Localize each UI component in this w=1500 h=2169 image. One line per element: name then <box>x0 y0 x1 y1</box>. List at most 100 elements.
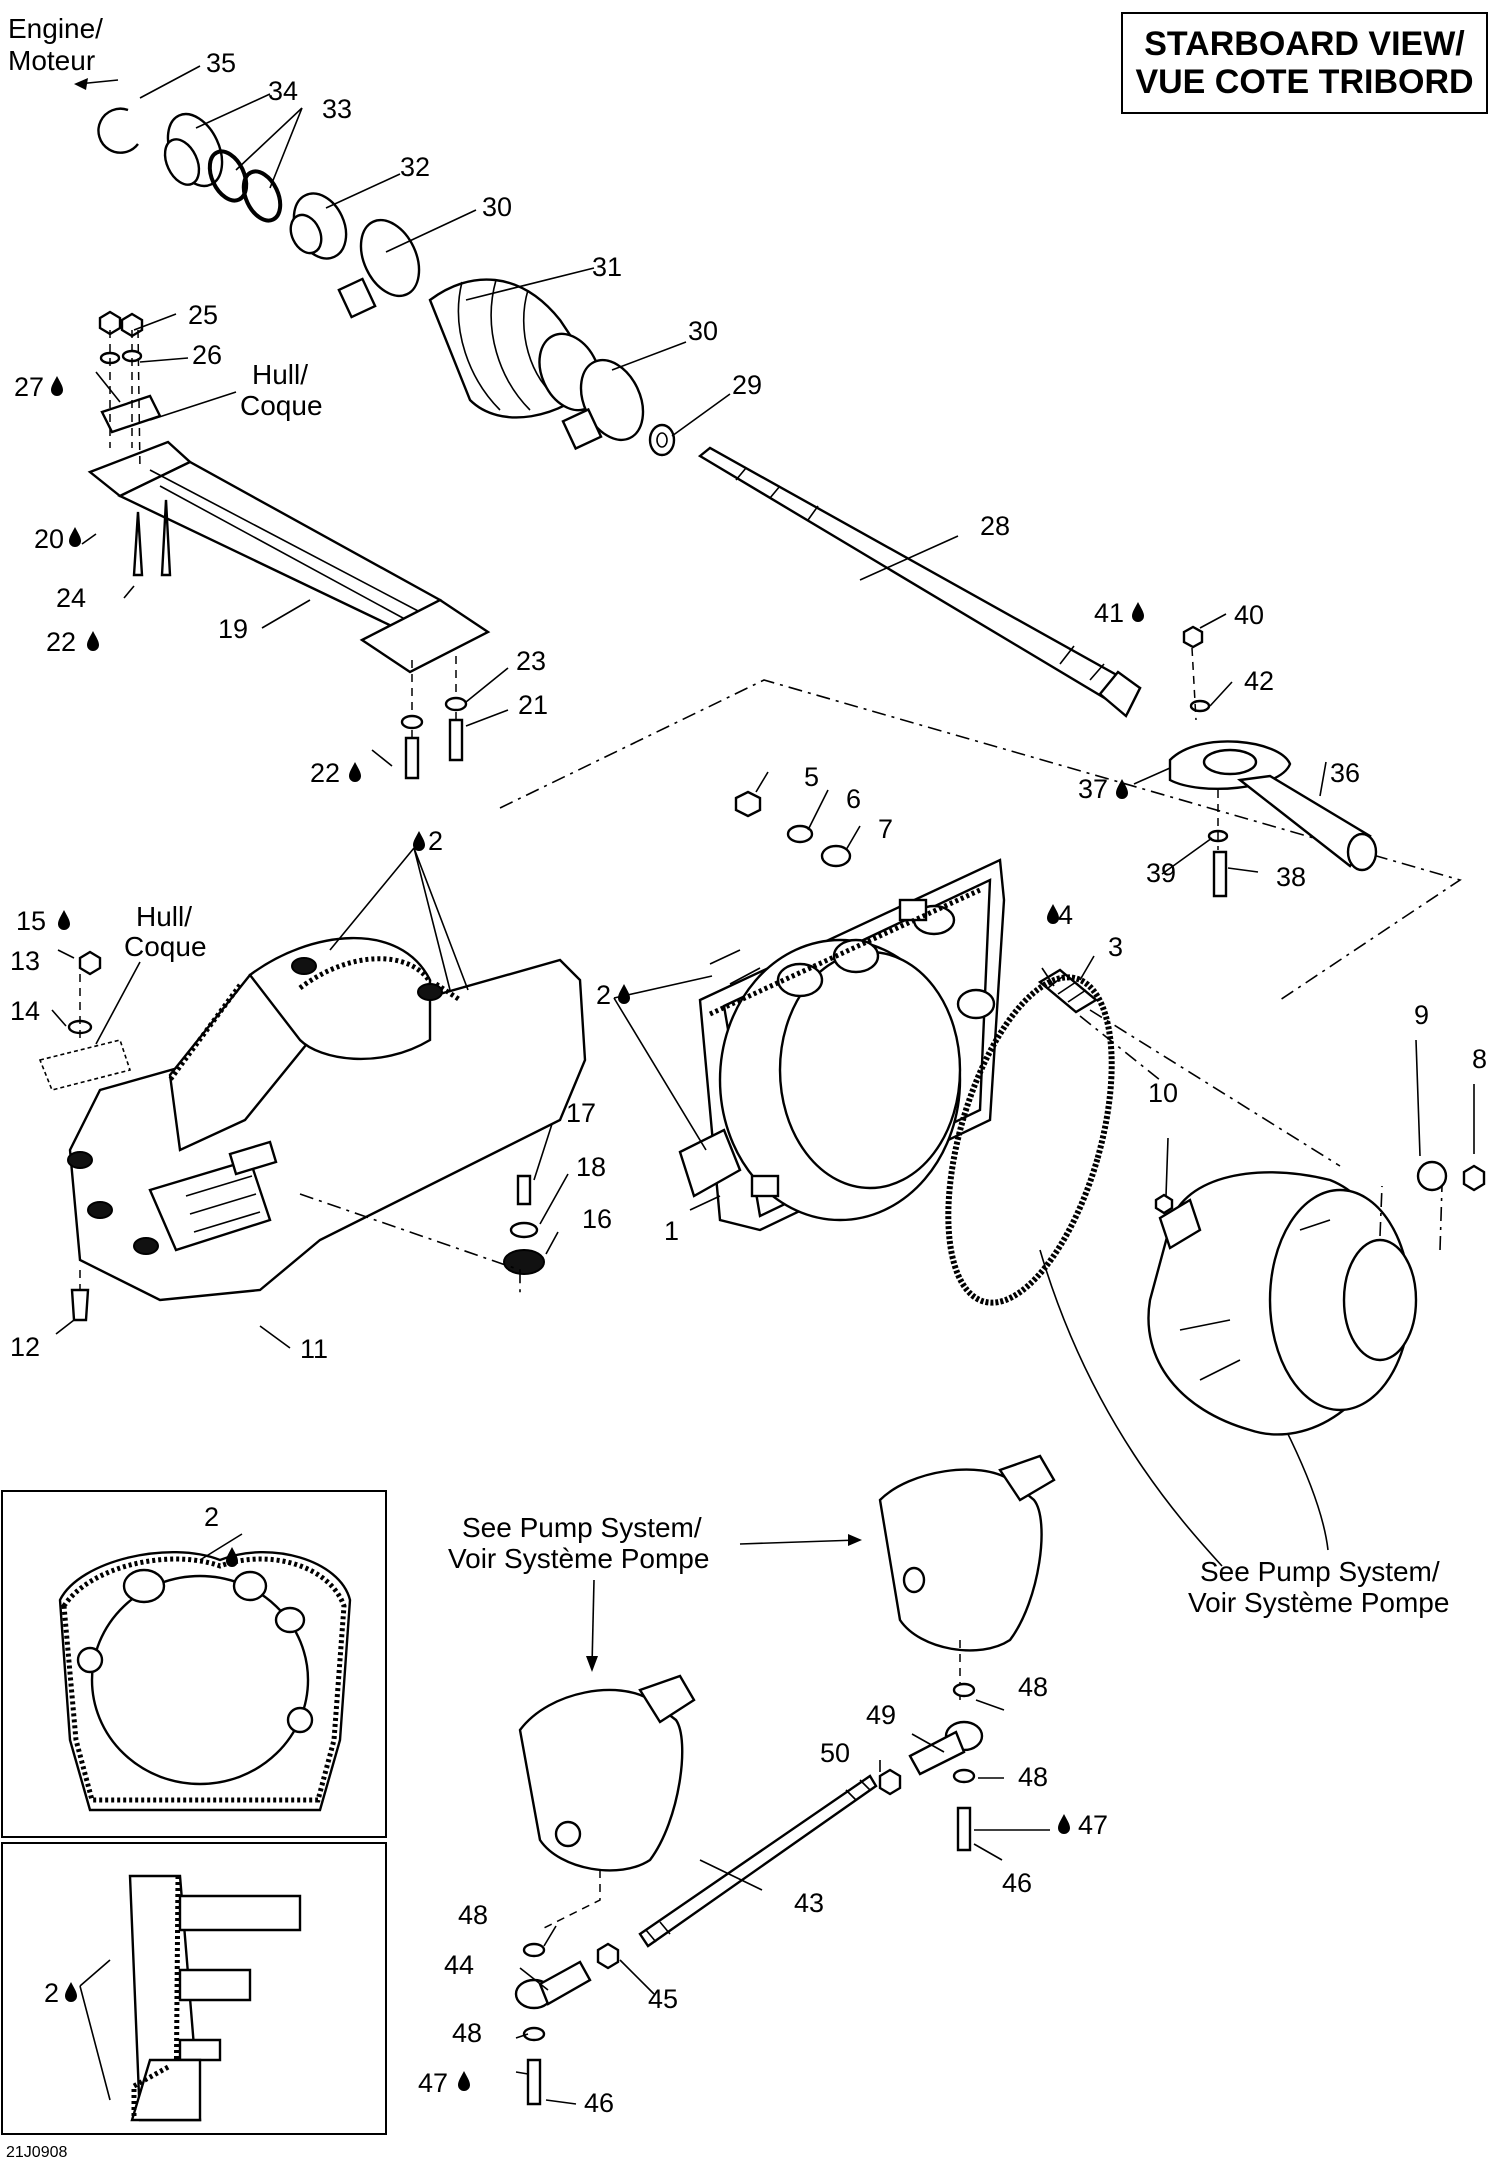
inset-top-view <box>1 1490 387 1838</box>
callout-21: 21 <box>518 690 548 720</box>
pump-note-right-line1: See Pump System/ <box>1200 1556 1440 1587</box>
callout-2-inset-side: 2 <box>44 1978 59 2008</box>
screw-46-bottom <box>526 2058 542 2106</box>
pump-note-right: See Pump System/ Voir Système Pompe <box>1039 1249 1449 1618</box>
callout-40: 40 <box>1234 600 1264 630</box>
bellows-31 <box>428 278 602 419</box>
drive-shaft-group <box>97 107 1142 718</box>
nut-50 <box>878 1768 902 1796</box>
callout-5: 5 <box>804 762 819 792</box>
callout-27: 27 <box>14 372 44 402</box>
screw-12 <box>70 1288 90 1322</box>
nut-45 <box>596 1942 620 1970</box>
callout-17: 17 <box>566 1098 596 1128</box>
hull-note-top-line2: Coque <box>240 390 323 421</box>
callout-10: 10 <box>1148 1078 1178 1108</box>
callout-48-lower: 48 <box>458 1900 488 1930</box>
callout-44: 44 <box>444 1950 474 1980</box>
ball-joint-44 <box>514 1960 592 2010</box>
ball-joint-49 <box>908 1720 984 1776</box>
callout-47-top: 47 <box>1078 1810 1108 1840</box>
callout-2-top: 2 <box>428 826 443 856</box>
callout-11: 11 <box>300 1334 328 1364</box>
callout-48-bottom: 48 <box>452 2018 482 2048</box>
callout-30-lower: 30 <box>688 316 718 346</box>
callout-49: 49 <box>866 1700 896 1730</box>
rod-43 <box>638 1774 878 1948</box>
callout-33: 33 <box>322 94 352 124</box>
callout-35: 35 <box>206 48 236 78</box>
seal-32 <box>289 192 348 260</box>
callout-19: 19 <box>218 614 248 644</box>
callout-47-bottom: 47 <box>418 2068 448 2098</box>
callout-48-mid: 48 <box>1018 1762 1048 1792</box>
spacer-29 <box>648 423 676 457</box>
callout-42: 42 <box>1244 666 1274 696</box>
screw-22 <box>404 736 420 780</box>
hull-plate-dashed <box>38 1039 132 1091</box>
intake-grate-group <box>38 936 587 1322</box>
callout-46-top: 46 <box>1002 1868 1032 1898</box>
callout-39: 39 <box>1146 858 1176 888</box>
washer-23a <box>400 714 424 730</box>
callout-labels: 35 34 33 32 30 31 30 29 28 25 26 27 20 2… <box>10 48 1487 2118</box>
seal-plate-group <box>1168 625 1378 898</box>
washers-26 <box>99 349 143 365</box>
callout-32: 32 <box>400 152 430 182</box>
clamp-30-lower <box>561 358 645 451</box>
callout-14: 14 <box>10 996 40 1026</box>
callout-38: 38 <box>1276 862 1306 892</box>
screws-24 <box>132 499 172 577</box>
callout-9: 9 <box>1414 1000 1429 1030</box>
callout-46-bottom: 46 <box>584 2088 614 2118</box>
hull-note-top: Hull/ Coque <box>149 359 323 421</box>
support-bracket-bottom <box>359 598 491 674</box>
callout-26: 26 <box>192 340 222 370</box>
pump-adaptor-1 <box>678 790 1006 1232</box>
pump-note-left-line1: See Pump System/ <box>462 1512 702 1543</box>
callout-7: 7 <box>878 814 893 844</box>
retaining-ring-35 <box>97 107 139 154</box>
drawing-reference-code: 21J0908 <box>6 2144 68 2161</box>
callout-13: 13 <box>10 946 40 976</box>
pump-housing-group <box>945 968 1486 1436</box>
callout-25: 25 <box>188 300 218 330</box>
callout-41: 41 <box>1094 598 1124 628</box>
callout-29: 29 <box>732 370 762 400</box>
callout-1: 1 <box>664 1216 679 1246</box>
callout-34: 34 <box>268 76 298 106</box>
adaptor-lower-boss <box>678 1128 742 1198</box>
pump-note-left-line2: Voir Système Pompe <box>448 1543 709 1574</box>
callout-16: 16 <box>582 1204 612 1234</box>
callout-22-upper: 22 <box>46 627 76 657</box>
plate-hull <box>100 394 162 434</box>
view-title-fr: VUE COTE TRIBORD <box>1135 63 1474 101</box>
callout-45: 45 <box>648 1984 678 2014</box>
studs-on-adaptor <box>709 949 761 985</box>
clip-10 <box>1154 1193 1174 1215</box>
callout-leader-lines <box>51 65 1475 2105</box>
nuts-25-27 <box>98 310 144 338</box>
o-rings-33 <box>207 149 283 223</box>
nut-40 <box>1182 625 1204 649</box>
bushing-16 <box>503 1249 545 1275</box>
hull-note-left: Hull/ Coque <box>95 901 207 1045</box>
callout-30-upper: 30 <box>482 192 512 222</box>
callout-37: 37 <box>1078 774 1108 804</box>
screw-17 <box>516 1174 532 1206</box>
callout-2-adaptor: 2 <box>596 980 611 1010</box>
screw-38 <box>1212 850 1228 898</box>
view-title-box: STARBOARD VIEW/ VUE COTE TRIBORD <box>1121 12 1488 114</box>
support-19-group <box>87 310 491 780</box>
callout-2-inset-top: 2 <box>204 1502 219 1532</box>
washer-48-lower <box>522 1942 546 1958</box>
engine-note-line2: Moteur <box>8 45 95 76</box>
washer-42 <box>1189 699 1211 713</box>
ring-wear <box>945 974 1115 1306</box>
hardware-5-6-7 <box>734 790 852 868</box>
callout-36: 36 <box>1330 758 1360 788</box>
grate-opening <box>148 1158 272 1252</box>
callout-28: 28 <box>980 511 1010 541</box>
callout-31: 31 <box>592 252 622 282</box>
callout-4: 4 <box>1058 900 1073 930</box>
